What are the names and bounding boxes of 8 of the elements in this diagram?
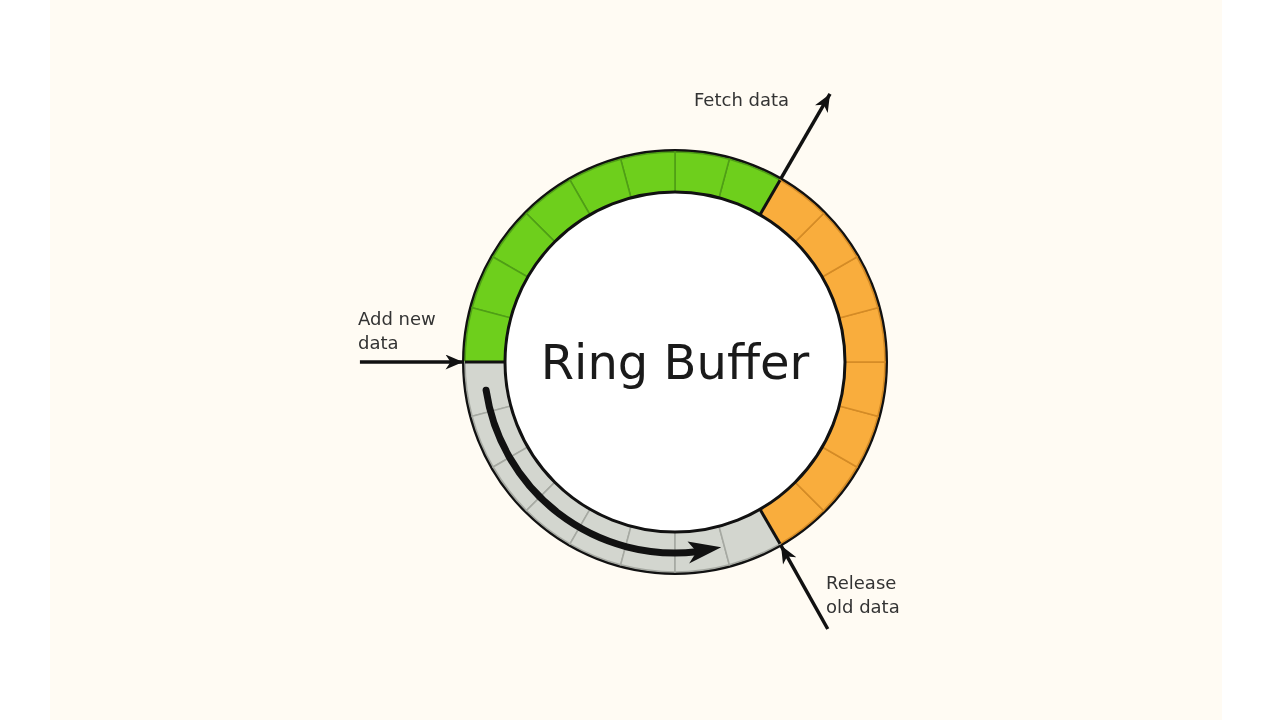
node-label: Release old data [826,571,901,619]
arrow [779,93,832,180]
node-label: Add new data [358,307,437,355]
node-label: Ring Buffer [540,333,810,391]
ring-buffer [462,149,888,575]
arrow [779,544,830,630]
arrow [359,354,463,370]
node-label: Fetch data [694,88,790,112]
